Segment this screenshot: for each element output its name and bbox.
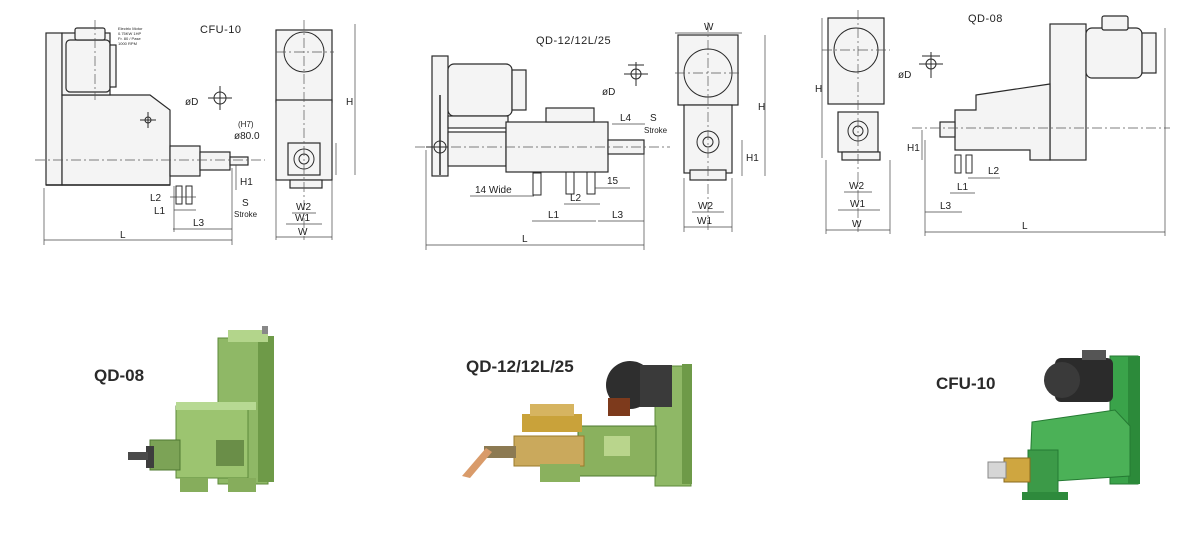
qd12-l4-label: L4 (620, 113, 632, 124)
qd12-w1-label: W1 (697, 216, 712, 227)
qd08-phid-label: øD (898, 70, 911, 81)
cfu10-phi80-label: ø80.0 (234, 131, 260, 142)
cfu10-motor-note-2: 0.75KW 1HP (118, 31, 141, 36)
qd12-w2-label: W2 (698, 201, 713, 212)
qd08-h-label: H (815, 84, 822, 95)
qd08-l-label: L (1022, 221, 1028, 232)
qd08-l1-label: L1 (957, 182, 969, 193)
qd12-end-view: W H H1 W2 W1 (675, 22, 766, 232)
cfu10-photo: CFU-10 (936, 350, 1140, 500)
qd08-l2-label: L2 (988, 166, 1000, 177)
cfu10-h1-label: H1 (240, 177, 253, 188)
qd08-title: QD-08 (968, 13, 1003, 25)
cfu10-motor-note-3: Fr. 80 / Pase (118, 36, 141, 41)
cfu10-l2-label: L2 (150, 193, 162, 204)
cfu10-title: CFU-10 (200, 24, 242, 36)
cfu10-s-label: S (242, 198, 249, 209)
qd08-side-view: H1 L2 L1 L3 L (907, 15, 1170, 236)
cfu10-photo-label: CFU-10 (936, 374, 996, 393)
qd08-end-view: H W2 W1 W øD (815, 10, 943, 234)
cfu10-w2-label: W2 (296, 202, 311, 213)
qd12-h1-label: H1 (746, 153, 759, 164)
qd12-w-label: W (704, 22, 714, 33)
qd08-w1-label: W1 (850, 199, 865, 210)
qd12-s-label: S (650, 113, 657, 124)
qd12-15-label: 15 (607, 176, 619, 187)
cfu10-end-view: H W2 W1 W (275, 20, 356, 240)
qd08-drawing: QD-08 H W2 W1 W øD (815, 10, 1170, 236)
qd08-photo-label: QD-08 (94, 366, 144, 385)
cfu10-l1-label: L1 (154, 206, 166, 217)
cfu10-stroke-label: Stroke (234, 210, 258, 219)
qd08-w2-label: W2 (849, 181, 864, 192)
qd12-drawing: QD-12/12L/25 øD L4 S Stroke (415, 22, 766, 250)
cfu10-l3-label: L3 (193, 218, 205, 229)
cfu10-w-label: W (298, 227, 308, 238)
qd08-h1-label: H1 (907, 143, 920, 154)
qd12-photo: QD-12/12L/25 (462, 357, 692, 487)
qd12-l3-label: L3 (612, 210, 624, 221)
qd12-side-view: øD L4 S Stroke 14 Wide 15 L2 L1 L3 L (415, 55, 670, 250)
qd12-wide-label: 14 Wide (475, 185, 512, 196)
qd08-w-label: W (852, 219, 862, 230)
qd12-l2-label: L2 (570, 193, 582, 204)
qd12-l-label: L (522, 234, 528, 245)
qd12-l1-label: L1 (548, 210, 560, 221)
qd12-title: QD-12/12L/25 (536, 35, 611, 47)
cfu10-h7-label: (H7) (238, 120, 254, 129)
qd12-photo-label: QD-12/12L/25 (466, 357, 574, 376)
cfu10-motor-note-4: 1000 RPM (118, 41, 137, 46)
cfu10-drawing: CFU-10 Electric Motor 0.75KW 1HP Fr. 80 … (35, 20, 356, 245)
cfu10-w1-label: W1 (295, 213, 310, 224)
qd12-h-label: H (758, 102, 765, 113)
qd08-photo: QD-08 (94, 326, 274, 492)
qd12-phid-label: øD (602, 87, 615, 98)
qd08-l3-label: L3 (940, 201, 952, 212)
cfu10-h-label: H (346, 97, 353, 108)
qd12-stroke-label: Stroke (644, 126, 668, 135)
cfu10-phid-label: øD (185, 97, 198, 108)
cfu10-motor-note-1: Electric Motor (118, 26, 143, 31)
cfu10-side-view: Electric Motor 0.75KW 1HP Fr. 80 / Pase … (35, 20, 265, 245)
cfu10-l-label: L (120, 230, 126, 241)
